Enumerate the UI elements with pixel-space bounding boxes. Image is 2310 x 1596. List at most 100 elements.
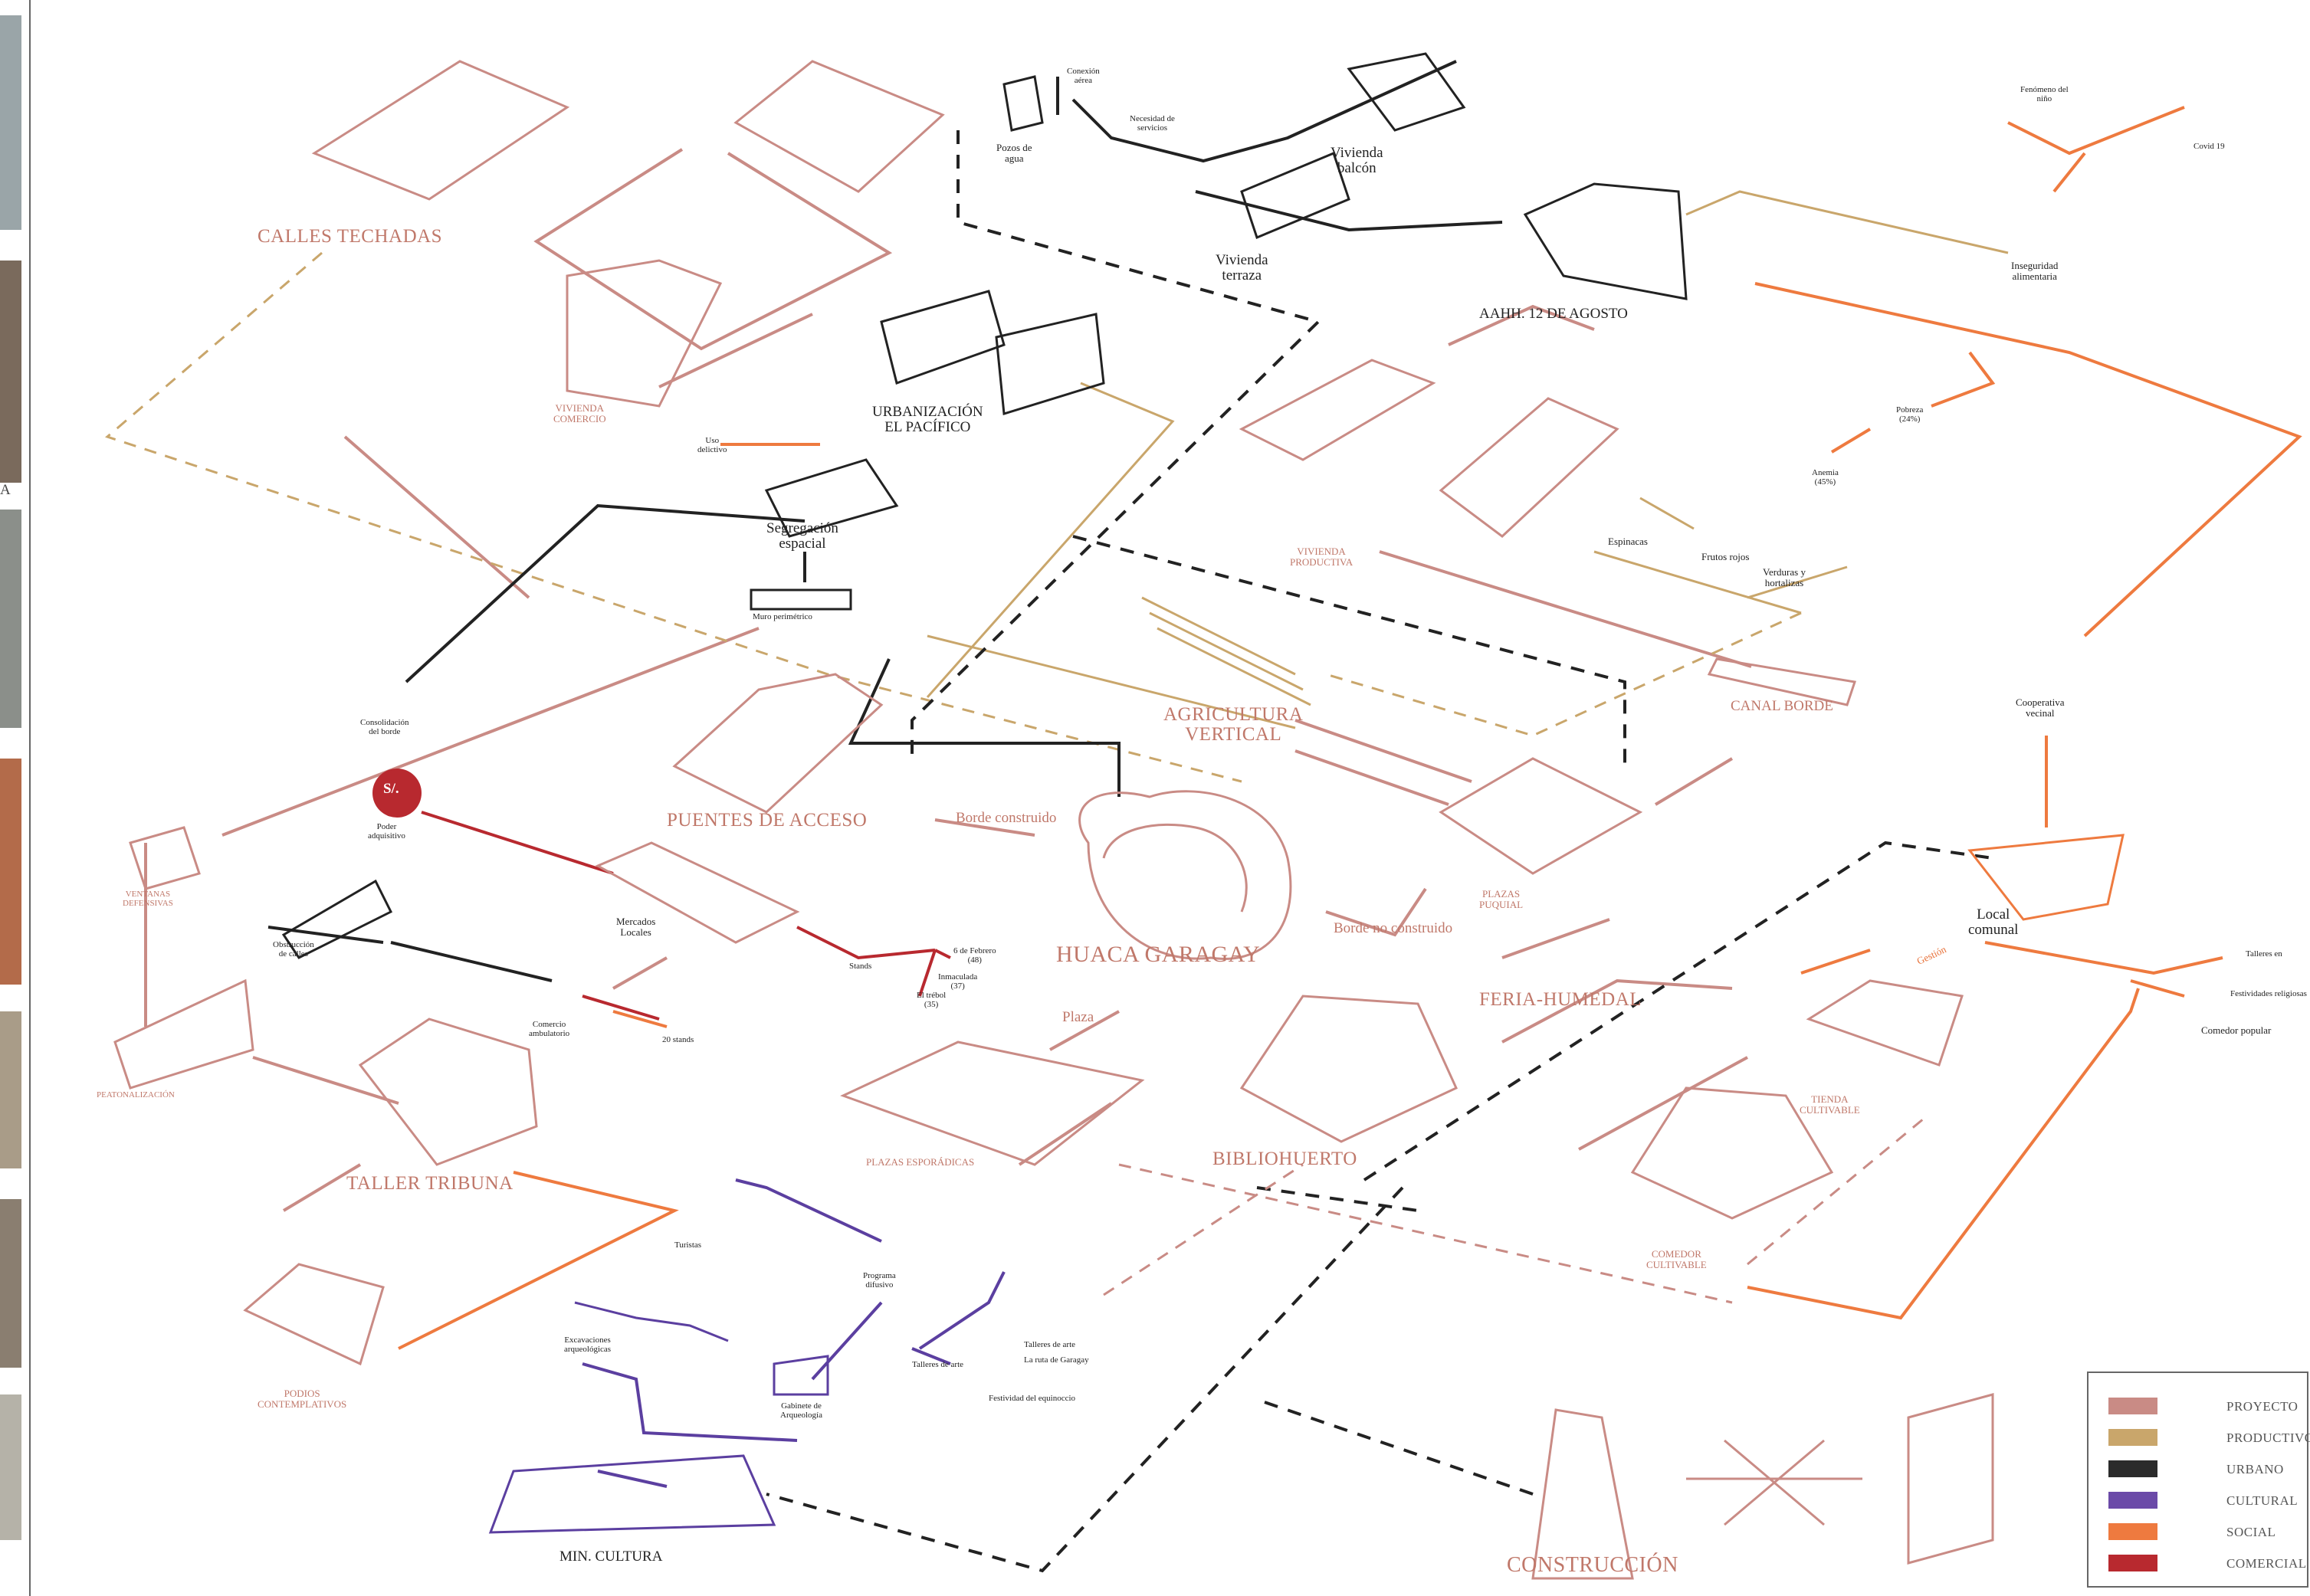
label-soles: S/. — [383, 782, 399, 797]
legend-label: SOCIAL — [2226, 1525, 2276, 1540]
label-festividades: Festividades religiosas — [2230, 990, 2307, 999]
connector-line — [1380, 552, 1751, 667]
legend-swatch — [2108, 1460, 2157, 1477]
label-taller-tribuna: TALLER TRIBUNA — [346, 1174, 514, 1194]
label-vivienda-productiva: VIVIENDAPRODUCTIVA — [1290, 546, 1353, 567]
label-borde-no-construido: Borde no construido — [1334, 921, 1452, 936]
connector-line — [935, 950, 950, 958]
connector-line — [1295, 720, 1472, 782]
connector-line — [797, 927, 935, 958]
connector-line — [920, 1272, 1004, 1349]
label-biblihuerto: BIBLIOHUERTO — [1212, 1149, 1357, 1169]
tienda-cultivable-building — [1809, 981, 1962, 1065]
label-cooperativa: Cooperativavecinal — [2016, 697, 2065, 718]
label-inmaculada: Inmaculada(37) — [938, 973, 977, 991]
label-turistas: Turistas — [674, 1241, 701, 1250]
label-mercados: MercadosLocales — [616, 916, 655, 937]
min-cultura-building — [491, 1456, 774, 1532]
connector-line — [391, 942, 552, 981]
plazas-esporadicas-object — [843, 1042, 1142, 1165]
label-fenomeno: Fenómeno delniño — [2020, 86, 2069, 103]
dashed-connector — [1326, 613, 1801, 736]
label-calles-techadas: CALLES TECHADAS — [258, 227, 442, 247]
connector-line — [1985, 942, 2223, 973]
connector-line — [582, 996, 659, 1019]
connector-line — [1931, 352, 1993, 406]
connector-line — [222, 628, 759, 835]
dashed-connector — [1747, 1119, 1924, 1264]
label-veinte-stands: 20 stands — [662, 1036, 694, 1045]
label-talleres-arte: Talleres de arte — [912, 1361, 963, 1370]
aahh-outline — [1525, 184, 1686, 299]
connector-line — [253, 1057, 399, 1103]
taller-tribuna-building — [360, 1019, 536, 1165]
legend-label: PROYECTO — [2226, 1399, 2298, 1414]
label-comedor-popular: Comedor popular — [2201, 1025, 2271, 1036]
label-festividad-equinoccio: Festividad del equinoccio — [989, 1394, 1075, 1404]
connector-line — [1755, 283, 2299, 636]
legend-swatch — [2108, 1429, 2157, 1446]
dashed-connector — [1364, 843, 1993, 1180]
label-programa: Programadifusivo — [863, 1272, 896, 1290]
connector-line — [1640, 498, 1694, 529]
podios-building — [245, 1264, 383, 1364]
dashed-connector — [766, 1188, 1403, 1571]
label-trebol: El trébol(35) — [917, 991, 946, 1009]
huaca-contour — [1104, 824, 1246, 912]
connector-line — [1019, 1103, 1111, 1165]
label-min-cultura: MIN. CULTURA — [559, 1549, 662, 1565]
dashed-connector — [1257, 1188, 1418, 1211]
label-muro: Muro perimétrico — [753, 613, 812, 622]
legend-swatch — [2108, 1523, 2157, 1540]
connector-line — [1295, 751, 1449, 805]
label-plazas-puquial: PLAZASPUQUIAL — [1479, 889, 1523, 909]
connector-line — [399, 1172, 674, 1349]
legend-swatch — [2108, 1492, 2157, 1509]
label-verduras: Verduras yhortalizas — [1763, 567, 1806, 588]
legend-swatch — [2108, 1555, 2157, 1571]
connector-line — [345, 437, 529, 598]
connector-line — [2008, 107, 2184, 153]
label-obstruccion: Obstrucciónde calles — [273, 941, 314, 959]
calles-techadas-building — [314, 61, 567, 199]
construccion-panel — [1908, 1394, 1993, 1563]
label-borde-construido: Borde construido — [956, 811, 1056, 826]
legend-label: PRODUCTIVO — [2226, 1431, 2310, 1446]
vivienda-comercio-building — [567, 261, 720, 406]
vivienda-productiva-building — [1242, 360, 1433, 460]
connector-line — [736, 1180, 881, 1241]
label-puentes-acceso: PUENTES DE ACCESO — [667, 811, 867, 831]
legend-item-comercial: COMERCIAL — [2108, 1555, 2300, 1575]
label-talleres-en: Talleres en — [2246, 950, 2282, 959]
label-talleres-arte-2: Talleres de arte — [1024, 1341, 1075, 1350]
construccion-grid — [1686, 1440, 1862, 1525]
huaca-garagay-mound — [1080, 791, 1291, 959]
connector-line — [812, 1303, 881, 1379]
connector-line — [1579, 1057, 1747, 1149]
connector-line — [2131, 981, 2184, 996]
urbanizacion-building — [881, 291, 1004, 383]
ventanas-object — [130, 827, 199, 889]
label-comercio-ambulatorio: Comercioambulatorio — [529, 1021, 569, 1038]
connector-line — [1832, 429, 1870, 452]
label-pobreza: Pobreza(24%) — [1896, 406, 1923, 424]
urbanizacion-building-2 — [996, 314, 1104, 414]
legend-item-productivo: PRODUCTIVO — [2108, 1429, 2300, 1449]
connector-line — [659, 314, 812, 387]
legend-label: COMERCIAL — [2226, 1556, 2307, 1571]
label-plazas-esporadicas: PLAZAS ESPORÁDICAS — [866, 1157, 974, 1168]
legend-item-proyecto: PROYECTO — [2108, 1398, 2300, 1417]
label-segregacion: Segregaciónespacial — [766, 521, 838, 552]
connector-line — [598, 1471, 667, 1486]
connector-line — [422, 812, 613, 873]
